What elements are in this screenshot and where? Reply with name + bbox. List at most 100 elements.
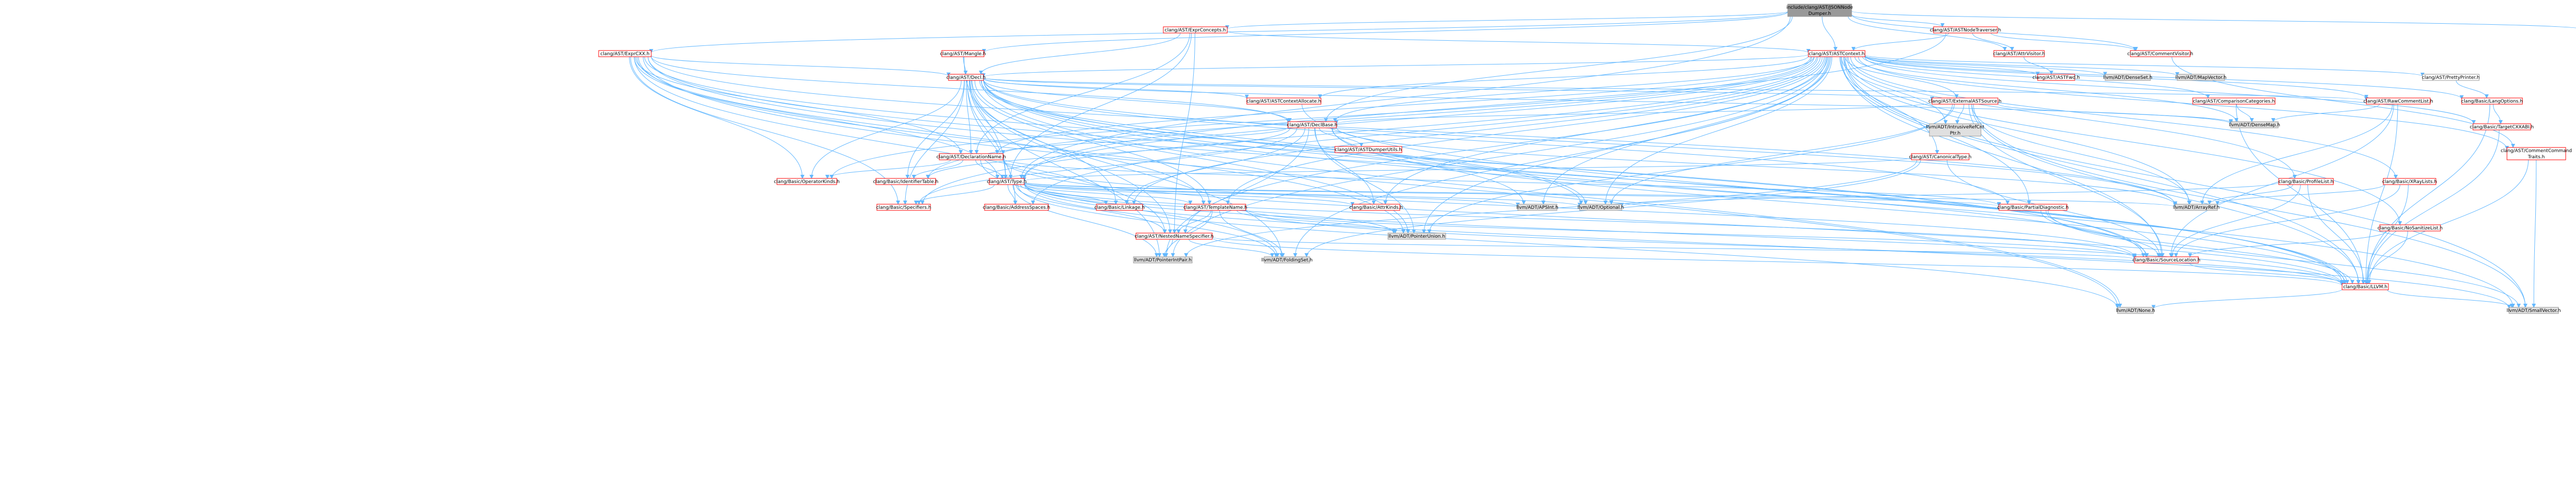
edge-nestednamespecifier-to-sourcelocation: [1212, 237, 2137, 260]
node-label: llvm/ADT/ArrayRef.h: [2173, 205, 2219, 210]
node-label: clang/AST/ASTContext.h: [1809, 52, 1865, 57]
node-densemap[interactable]: llvm/ADT/DenseMap.h: [2229, 121, 2280, 128]
node-astdumperutils[interactable]: clang/AST/ASTDumperUtils.h: [1334, 146, 1402, 153]
edge-astcontext-to-pointerintpair: [1171, 56, 1827, 257]
edge-declbase-to-identifiertable: [926, 127, 1291, 179]
edge-nestednamespecifier-to-foldingset: [1189, 239, 1275, 257]
node-box: [1287, 121, 1337, 128]
node-label: llvm/ADT/SmallVector.h: [2506, 308, 2561, 314]
node-mapvector[interactable]: llvm/ADT/MapVector.h: [2175, 74, 2227, 81]
edge-decl-to-declarationname: [965, 80, 973, 154]
node-langoptions[interactable]: clang/Basic/LangOptions.h: [2461, 97, 2523, 105]
node-label: clang/AST/RawCommentList.h: [2363, 99, 2433, 104]
edge-exprcxx-to-typeh: [634, 56, 1000, 179]
node-nestednamespecifier[interactable]: clang/AST/NestedNameSpecifier.h: [1134, 233, 1214, 240]
edge-typeh-to-specifiers: [914, 184, 995, 205]
node-mangle[interactable]: clang/AST/Mangle.h: [940, 50, 986, 57]
edge-targetcxxabi-to-llvmh: [2366, 129, 2500, 284]
node-addressspaces[interactable]: clang/Basic/AddressSpaces.h: [983, 204, 1050, 211]
node-externalastsource[interactable]: clang/AST/ExternalASTSource.h: [1928, 97, 2002, 105]
edge-templatename-to-sourcelocation: [1245, 208, 2137, 259]
node-operatorkinds[interactable]: clang/Basic/OperatorKinds.h: [774, 178, 840, 185]
node-label: clang/Basic/ProfileList.h: [2279, 179, 2334, 185]
node-decl[interactable]: clang/AST/Decl.h: [946, 74, 986, 81]
node-box: [2461, 97, 2523, 105]
node-profilelist[interactable]: clang/Basic/ProfileList.h: [2278, 178, 2334, 185]
node-optional[interactable]: llvm/ADT/Optional.h: [1578, 204, 1624, 211]
node-astfwd[interactable]: clang/AST/ASTFwd.h: [2032, 74, 2080, 81]
edge-commentcommandtraits-to-llvmh: [2367, 159, 2529, 284]
node-canonicaltype[interactable]: clang/AST/CanonicalType.h: [1909, 153, 1972, 160]
edge-astcontextallocate-to-llvmh: [1301, 104, 2349, 284]
node-commentvisitor[interactable]: clang/AST/CommentVisitor.h: [2127, 50, 2193, 57]
node-label: clang/Basic/AttrKinds.h: [1349, 205, 1403, 210]
edge-decl-to-pointerintpair: [969, 80, 1162, 257]
node-prettyprinter[interactable]: clang/AST/PrettyPrinter.h: [2422, 74, 2480, 81]
edge-partialdiagnostic-to-sourcelocation: [2040, 210, 2161, 257]
node-label: llvm/ADT/PointerUnion.h: [1388, 234, 1445, 239]
node-label: clang/AST/ASTContextAllocate.h: [1247, 99, 1321, 104]
node-attrkinds[interactable]: clang/Basic/AttrKinds.h: [1349, 204, 1403, 211]
node-none[interactable]: llvm/ADT/None.h: [2116, 307, 2155, 314]
node-sourcelocation[interactable]: clang/Basic/SourceLocation.h: [2132, 256, 2200, 263]
edge-declarationname-to-sourcelocation: [1003, 159, 2137, 258]
edge-root-to-mangle: [982, 11, 1788, 53]
edge-decl-to-arrayref: [983, 79, 2177, 206]
edge-comparisoncategories-to-densemap: [2236, 104, 2254, 122]
node-box: [941, 50, 985, 57]
node-box: [1246, 97, 1321, 105]
node-typeh[interactable]: clang/AST/Type.h: [987, 178, 1027, 185]
node-llvmh[interactable]: clang/Basic/LLVM.h: [2342, 283, 2389, 290]
node-pointerunion[interactable]: llvm/ADT/PointerUnion.h: [1387, 233, 1446, 240]
node-pointerintpair[interactable]: llvm/ADT/PointerIntPair.h: [1133, 256, 1193, 263]
edge-exprcxx-to-declarationname: [635, 56, 963, 154]
node-box: [2278, 178, 2334, 185]
node-declbase[interactable]: clang/AST/DeclBase.h: [1287, 121, 1337, 128]
node-astcontextallocate[interactable]: clang/AST/ASTContextAllocate.h: [1246, 97, 1321, 105]
node-partialdiagnostic[interactable]: clang/Basic/PartialDiagnostic.h: [1997, 204, 2069, 211]
node-exprconcepts[interactable]: clang/AST/ExprConcepts.h: [1163, 26, 1228, 34]
node-attrvisitor[interactable]: clang/AST/AttrVisitor.h: [1993, 50, 2045, 57]
edge-astcontext-to-xraylists: [1850, 56, 2398, 179]
node-nosanitizelist[interactable]: clang/Basic/NoSanitizeList.h: [2378, 224, 2443, 232]
edge-astcontext-to-addressspaces: [1031, 56, 1821, 205]
edge-profilelist-to-optional: [1620, 182, 2279, 207]
edge-externalastsource-to-arrayref: [1971, 104, 2192, 205]
node-linkage[interactable]: clang/Basic/Linkage.h: [1094, 204, 1145, 211]
node-astcontext[interactable]: clang/AST/ASTContext.h: [1808, 50, 1866, 57]
node-label: clang/AST/PrettyPrinter.h: [2422, 75, 2480, 80]
node-denseset[interactable]: llvm/ADT/DenseSet.h: [2103, 74, 2153, 81]
node-arrayref[interactable]: llvm/ADT/ArrayRef.h: [2173, 204, 2219, 211]
node-label: clang/AST/NestedNameSpecifier.h: [1134, 234, 1213, 239]
node-targetcxxabi[interactable]: clang/Basic/TargetCXXABI.h: [2470, 123, 2534, 130]
node-xraylists[interactable]: clang/Basic/XRayLists.h: [2382, 178, 2437, 185]
node-foldingset[interactable]: llvm/ADT/FoldingSet.h: [1261, 256, 1313, 263]
edge-typeh-to-linkage: [1020, 184, 1108, 205]
edge-declarationname-to-operatorkinds: [825, 159, 951, 179]
node-exprcxx[interactable]: clang/AST/ExprCXX.h: [598, 50, 652, 57]
node-box: [2230, 121, 2279, 128]
edge-typeh-to-sourcelocation: [1024, 183, 2137, 258]
node-label: clang/Basic/NoSanitizeList.h: [2378, 226, 2443, 231]
edge-xraylists-to-llvmh: [2364, 184, 2409, 284]
edge-typeh-to-partialdiagnostic: [1024, 182, 2001, 207]
node-rawcommentlist[interactable]: clang/AST/RawCommentList.h: [2363, 97, 2433, 105]
edge-declbase-to-arrayref: [1336, 127, 2177, 206]
node-box: [2192, 97, 2276, 105]
node-comparisoncategories[interactable]: clang/AST/ComparisonCategories.h: [2192, 97, 2276, 105]
node-templatename[interactable]: clang/AST/TemplateName.h: [1183, 204, 1247, 211]
node-apsint[interactable]: llvm/ADT/APSInt.h: [1516, 204, 1558, 211]
node-specifiers[interactable]: clang/Basic/Specifiers.h: [876, 204, 931, 211]
edge-decl-to-templatename: [972, 80, 1212, 205]
edge-astcontext-to-mapvector: [1865, 55, 2179, 77]
node-identifiertable[interactable]: clang/Basic/IdentifierTable.h: [873, 178, 939, 185]
edge-prettyprinter-to-langoptions: [2455, 80, 2489, 98]
edge-commentcommandtraits-to-smallvector: [2532, 159, 2537, 308]
node-smallvector[interactable]: llvm/ADT/SmallVector.h: [2506, 307, 2561, 314]
edge-sourcelocation-to-llvmh: [2189, 262, 2345, 284]
node-astnodetraverser[interactable]: clang/AST/ASTNodeTraverser.h: [1930, 26, 2001, 34]
node-declarationname[interactable]: clang/AST/DeclarationName.h: [937, 153, 1006, 160]
